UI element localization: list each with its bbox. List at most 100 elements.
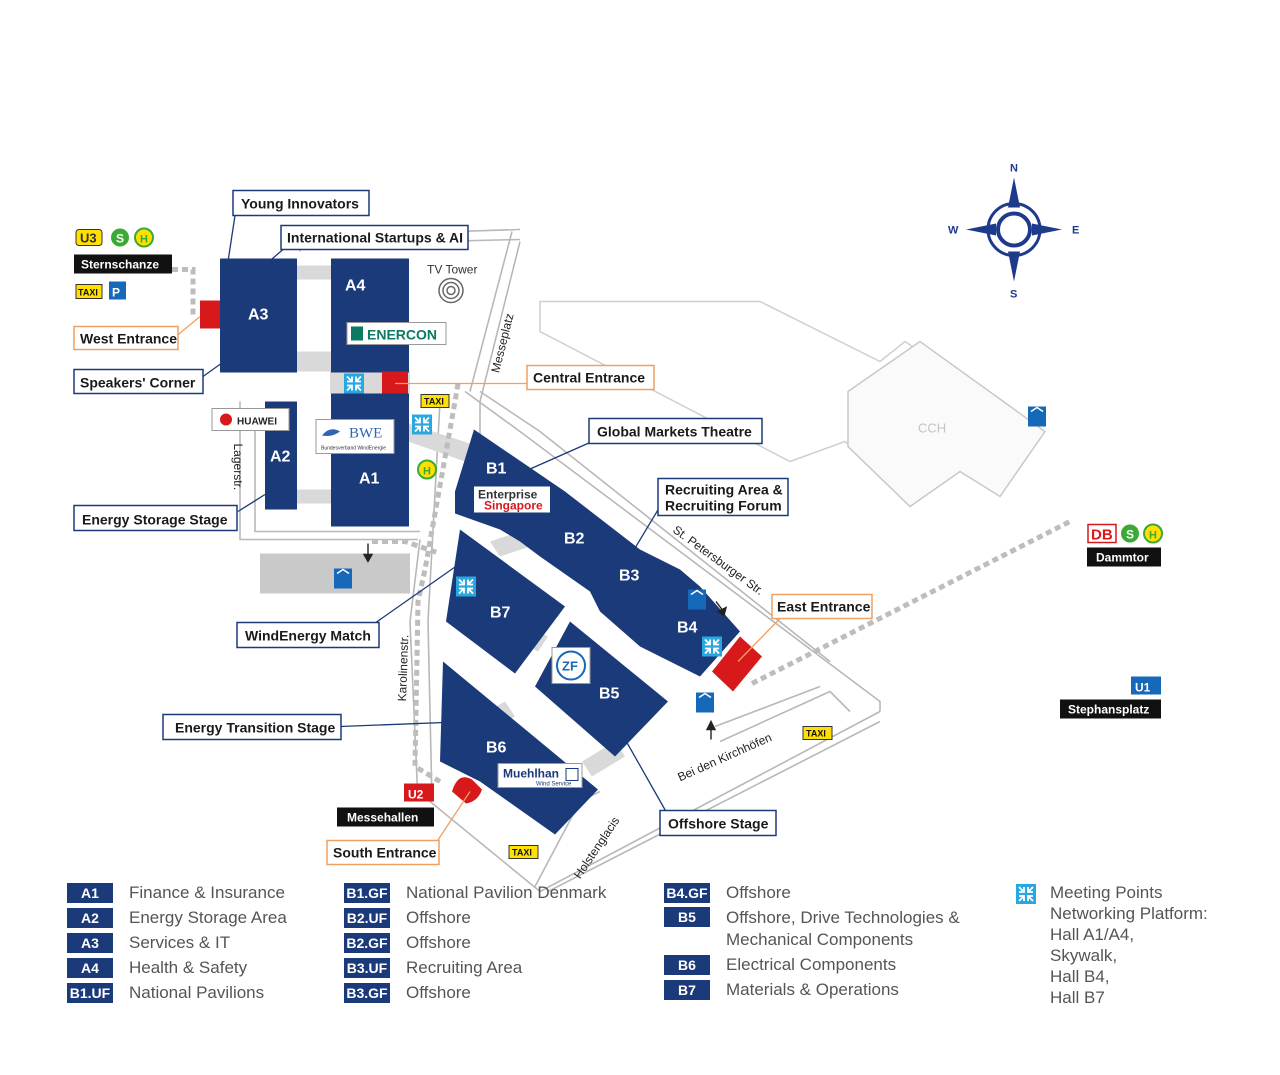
svg-text:B3: B3 (619, 568, 640, 585)
svg-text:BWE: BWE (349, 426, 382, 442)
legend-value: National Pavilion Denmark (406, 883, 607, 902)
callout-young-innovators[interactable]: Young Innovators (232, 189, 370, 217)
legend-key: B2.UF (344, 908, 390, 928)
meeting-points-line: Hall A1/A4, (1050, 925, 1135, 944)
svg-text:West Entrance: West Entrance (80, 331, 177, 347)
svg-text:A4: A4 (345, 278, 366, 295)
bus-stop-icon: H (417, 459, 437, 480)
sponsor-huawei: HUAWEI (211, 408, 290, 431)
svg-text:U3: U3 (80, 231, 97, 246)
svg-text:H: H (140, 234, 148, 246)
west-entrance-marker[interactable] (200, 300, 220, 329)
svg-text:Energy Transition Stage: Energy Transition Stage (175, 720, 335, 736)
street-lagerstr: Lagerstr. (231, 444, 245, 491)
legend-value: Energy Storage Area (129, 908, 287, 927)
legend-key: B2.GF (344, 933, 390, 953)
svg-text:S: S (116, 232, 124, 246)
hall-a4[interactable] (331, 258, 409, 373)
hall-a1[interactable] (331, 393, 409, 527)
svg-text:South Entrance: South Entrance (333, 845, 437, 861)
meeting-point-icon[interactable] (343, 372, 365, 395)
street-messeplatz: Messeplatz (488, 312, 516, 374)
transit-sternschanze: U3 S H Sternschanze TAXI P (74, 227, 172, 300)
meeting-points-line: Skywalk, (1050, 946, 1118, 965)
taxi-badges: TAXI TAXI TAXI (420, 394, 833, 859)
meeting-point-icon[interactable] (701, 635, 723, 658)
callout-south-entrance[interactable]: South Entrance (326, 839, 440, 866)
svg-text:H: H (423, 466, 431, 478)
hall-b6[interactable] (440, 661, 598, 835)
legend-key: A3 (67, 933, 113, 953)
legend-value: Offshore (726, 883, 791, 902)
svg-text:TAXI: TAXI (512, 848, 532, 858)
legend-meeting-points: Meeting Points Networking Platform: Hall… (1014, 882, 1208, 1007)
hall-a3[interactable] (220, 258, 297, 373)
callout-energy-transition-stage[interactable]: Energy Transition Stage (162, 713, 342, 741)
svg-text:Messehallen: Messehallen (347, 811, 418, 825)
callout-east-entrance[interactable]: East Entrance (771, 593, 873, 620)
svg-text:TAXI: TAXI (78, 288, 98, 298)
legend-item: B2.GF Offshore (344, 932, 471, 954)
svg-text:B6: B6 (486, 740, 507, 757)
transit-messehallen: U2 Messehallen (337, 783, 434, 827)
svg-text:Sternschanze: Sternschanze (81, 258, 159, 272)
legend-value: Offshore (406, 983, 471, 1002)
svg-text:P: P (112, 286, 120, 300)
sponsor-muehlhan: Muehlhan Wind Service (497, 763, 583, 788)
svg-text:East Entrance: East Entrance (777, 599, 871, 615)
legend-key: A4 (67, 958, 113, 978)
parking-icon[interactable] (687, 588, 707, 611)
parking-icon[interactable] (1027, 405, 1047, 428)
legend: A1 Finance & Insurance A2 Energy Storage… (0, 872, 1280, 1072)
callout-speakers-corner[interactable]: Speakers' Corner (73, 368, 204, 395)
south-entrance-marker[interactable] (452, 777, 482, 804)
arrows (362, 543, 728, 740)
callout-windenergy-match[interactable]: WindEnergy Match (236, 621, 380, 649)
central-entrance-marker[interactable] (382, 371, 408, 394)
svg-text:U2: U2 (408, 788, 424, 802)
transit-stephansplatz: U1 Stephansplatz (1060, 676, 1161, 719)
callout-recruiting-area[interactable]: Recruiting Area & Recruiting Forum (657, 477, 789, 517)
meeting-points-line: Hall B7 (1050, 988, 1105, 1007)
hall-b7[interactable] (446, 529, 565, 674)
svg-text:TAXI: TAXI (424, 397, 444, 407)
roads (239, 228, 881, 893)
callout-energy-storage-stage[interactable]: Energy Storage Stage (73, 504, 238, 532)
legend-key: B5 (664, 907, 710, 927)
parking-icon[interactable] (695, 691, 715, 714)
callout-leaders (175, 215, 781, 842)
svg-text:HUAWEI: HUAWEI (237, 417, 277, 428)
legend-key: B1.UF (67, 983, 113, 1003)
cch-label: CCH (918, 421, 946, 436)
svg-text:TAXI: TAXI (806, 729, 826, 739)
svg-text:B2: B2 (564, 531, 585, 548)
legend-item: A4 Health & Safety (67, 957, 247, 979)
street-karolinenstr: Karolinenstr. (395, 634, 411, 701)
svg-text:B4: B4 (677, 620, 698, 637)
svg-text:Enterprise: Enterprise (478, 488, 538, 502)
svg-text:Muehlhan: Muehlhan (503, 767, 559, 781)
legend-item: B2.UF Offshore (344, 907, 471, 929)
legend-item: B1.GF National Pavilion Denmark (344, 882, 606, 904)
meeting-point-icon[interactable] (455, 575, 477, 598)
legend-item: B5 Offshore, Drive Technologies & Mechan… (664, 907, 976, 953)
parking-icon[interactable] (333, 567, 353, 590)
svg-text:U1: U1 (1135, 681, 1151, 695)
svg-text:Stephansplatz: Stephansplatz (1068, 703, 1149, 717)
svg-text:B5: B5 (599, 686, 620, 703)
svg-text:DB: DB (1091, 527, 1113, 544)
meeting-point-icon[interactable] (411, 413, 433, 436)
compass-rose: N S W E (948, 163, 1079, 301)
callout-international-startups[interactable]: International Startups & AI (280, 224, 469, 251)
callout-global-markets-theatre[interactable]: Global Markets Theatre (588, 417, 763, 445)
svg-text:S: S (1010, 289, 1017, 301)
svg-text:ENERCON: ENERCON (367, 327, 437, 343)
tv-tower-label: TV Tower (427, 263, 477, 277)
halls: A3 A4 A2 A1 B1 B2 B3 B4 B7 B5 B6 (220, 258, 740, 835)
legend-item: B1.UF National Pavilions (67, 982, 264, 1004)
callout-west-entrance[interactable]: West Entrance (73, 325, 179, 351)
legend-item: B4.GF Offshore (664, 882, 791, 904)
svg-text:Speakers' Corner: Speakers' Corner (80, 375, 196, 391)
callout-offshore-stage[interactable]: Offshore Stage (659, 809, 777, 837)
callout-central-entrance[interactable]: Central Entrance (526, 364, 655, 391)
